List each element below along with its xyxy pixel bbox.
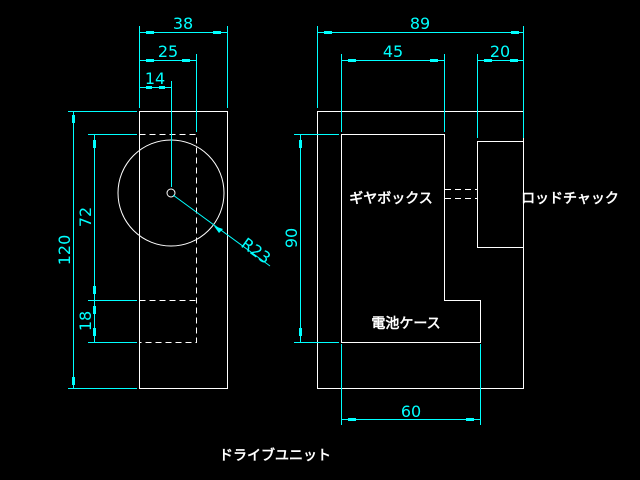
arrowhead	[72, 115, 75, 123]
dim-60: 60	[401, 402, 421, 421]
side-top-dim-lines	[139, 26, 228, 187]
arrowhead	[72, 377, 75, 385]
axle-circle	[166, 188, 176, 198]
gearbox-battery-outline	[341, 134, 481, 343]
dim-90: 90	[282, 228, 301, 248]
label-rod-chuck: ロッドチャック	[521, 191, 619, 207]
arrowhead	[93, 306, 96, 314]
dim-r23: R23	[238, 234, 275, 268]
arrowhead	[146, 59, 154, 62]
dim-20: 20	[490, 42, 510, 61]
dim-72: 72	[76, 207, 95, 227]
arrowhead	[348, 418, 356, 421]
hidden-lines	[139, 134, 197, 343]
arrowhead	[93, 140, 96, 148]
drawing-title: ドライブユニット	[219, 447, 331, 464]
arrowhead	[214, 226, 223, 233]
arrowhead	[511, 31, 519, 34]
dim-25: 25	[158, 42, 178, 61]
arrowhead	[466, 418, 474, 421]
arrowhead	[324, 31, 332, 34]
shaft-hidden-lines	[445, 189, 477, 199]
front-outline	[317, 111, 524, 389]
label-gearbox: ギヤボックス	[349, 190, 433, 207]
arrowhead	[146, 31, 154, 34]
dim-45: 45	[383, 42, 403, 61]
arrowhead	[430, 59, 438, 62]
arrowhead	[146, 86, 152, 89]
arrowhead	[510, 59, 518, 62]
side-view: 38 25 14 120 72 18 R23	[55, 14, 274, 389]
dim-38: 38	[173, 14, 193, 33]
side-left-dim-lines	[68, 111, 137, 389]
arrowhead	[299, 140, 302, 148]
arrowhead	[299, 328, 302, 336]
rod-chuck-outline	[477, 141, 524, 248]
arrowhead	[93, 286, 96, 294]
arrowhead	[348, 59, 356, 62]
dim-120: 120	[55, 235, 74, 266]
front-view: 89 45 20 90 60 ギヤボックス ロッドチャック 電池ケース	[282, 14, 619, 425]
dim-89: 89	[410, 14, 430, 33]
dim-18: 18	[76, 311, 95, 331]
arrowhead	[159, 86, 165, 89]
label-battery-case: 電池ケース	[371, 315, 440, 332]
front-dim-lines	[294, 26, 524, 425]
arrowhead	[484, 59, 492, 62]
arrowhead	[213, 31, 221, 34]
dim-14: 14	[145, 69, 165, 88]
arrowhead	[93, 328, 96, 336]
arrowhead	[182, 59, 190, 62]
side-outline	[139, 111, 228, 389]
